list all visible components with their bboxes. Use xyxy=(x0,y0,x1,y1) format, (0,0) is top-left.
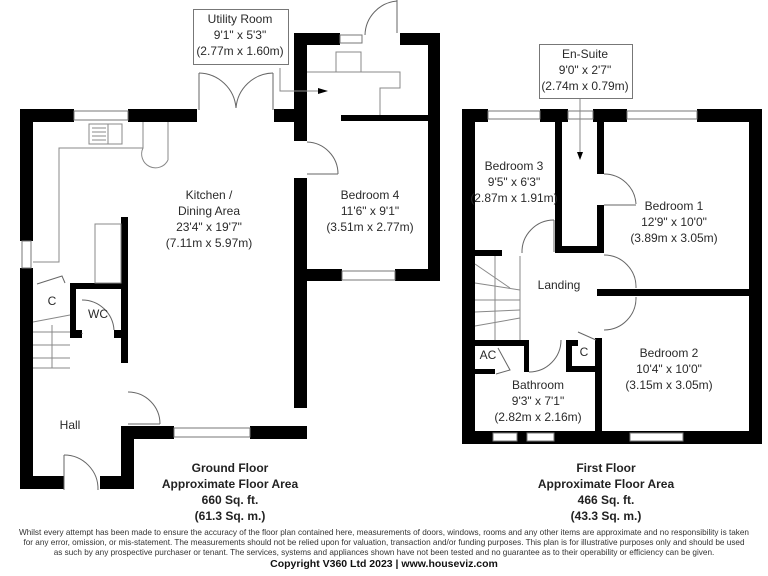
room-name: Bathroom xyxy=(511,378,565,392)
room-name: WC xyxy=(88,307,108,321)
room-name: Bedroom 2 xyxy=(639,346,699,360)
room-name: AC xyxy=(479,348,497,362)
room-name: Landing xyxy=(537,278,581,292)
room-name: Bedroom 1 xyxy=(644,199,704,213)
room-imperial: 9'5" x 6'3" xyxy=(487,175,541,189)
room-name: En-Suite xyxy=(561,47,609,61)
utility-room-label: Utility Room 9'1" x 5'3" (2.77m x 1.60m) xyxy=(196,11,283,59)
floor-sqft: 660 Sq. ft. xyxy=(201,493,259,507)
room-imperial: 9'0" x 2'7" xyxy=(558,63,612,77)
floor-sqft: 466 Sq. ft. xyxy=(577,493,635,507)
ground-floor-windows xyxy=(21,34,396,438)
room-name-line2: Dining Area xyxy=(177,204,241,218)
room-imperial: 9'3" x 7'1" xyxy=(511,394,565,408)
room-name: C xyxy=(47,294,57,308)
wc-label: WC xyxy=(88,306,108,322)
en-suite-callout xyxy=(539,44,633,99)
bedroom-3-label: Bedroom 3 9'5" x 6'3" (2.87m x 1.91m) xyxy=(470,158,557,206)
landing-label: Landing xyxy=(538,277,581,293)
room-name: Utility Room xyxy=(207,12,273,26)
room-metric: (2.74m x 0.79m) xyxy=(541,79,629,93)
ac-label: AC xyxy=(480,347,497,363)
floor-sqm: (43.3 Sq. m.) xyxy=(570,509,642,523)
floor-title: Ground Floor xyxy=(191,461,269,475)
ground-floor-summary: Ground Floor Approximate Floor Area 660 … xyxy=(162,460,298,524)
room-imperial: 9'1" x 5'3" xyxy=(213,28,267,42)
kitchen-dining-label: Kitchen / Dining Area 23'4" x 19'7" (7.1… xyxy=(166,187,252,251)
en-suite-label: En-Suite 9'0" x 2'7" (2.74m x 0.79m) xyxy=(541,46,628,94)
room-name: Hall xyxy=(59,418,81,432)
room-imperial: 12'9" x 10'0" xyxy=(641,215,707,229)
first-floor-cupboard-label: C xyxy=(580,344,589,360)
first-floor-walls xyxy=(462,109,762,444)
room-imperial: 10'4" x 10'0" xyxy=(636,362,702,376)
room-metric: (2.87m x 1.91m) xyxy=(470,191,558,205)
bedroom-4-label: Bedroom 4 11'6" x 9'1" (3.51m x 2.77m) xyxy=(326,187,413,235)
floor-subtitle: Approximate Floor Area xyxy=(161,477,299,491)
hall-label: Hall xyxy=(60,417,81,433)
bedroom-1-label: Bedroom 1 12'9" x 10'0" (3.89m x 3.05m) xyxy=(630,198,717,246)
room-name: Bedroom 3 xyxy=(484,159,544,173)
room-name: C xyxy=(579,345,589,359)
room-metric: (2.77m x 1.60m) xyxy=(196,44,284,58)
disclaimer-line-3: as such by any prospective purchaser or … xyxy=(53,548,715,557)
bathroom-label: Bathroom 9'3" x 7'1" (2.82m x 2.16m) xyxy=(494,377,581,425)
first-floor-fixtures xyxy=(474,98,581,340)
utility-room-callout xyxy=(193,9,289,65)
first-floor-doors xyxy=(495,173,637,375)
room-imperial: 23'4" x 19'7" xyxy=(176,220,242,234)
floor-subtitle: Approximate Floor Area xyxy=(537,477,675,491)
room-metric: (3.15m x 3.05m) xyxy=(625,378,713,392)
floor-title: First Floor xyxy=(576,461,636,475)
ground-floor-fixtures xyxy=(32,51,401,369)
room-name-line1: Kitchen / xyxy=(185,188,233,202)
room-metric: (2.82m x 2.16m) xyxy=(494,410,582,424)
room-imperial: 11'6" x 9'1" xyxy=(340,204,400,218)
cupboard-label: C xyxy=(48,293,57,309)
bedroom-2-label: Bedroom 2 10'4" x 10'0" (3.15m x 3.05m) xyxy=(625,345,712,393)
ground-floor-doors xyxy=(36,0,398,491)
copyright: Copyright V360 Ltd 2023 | www.houseviz.c… xyxy=(270,558,498,570)
disclaimer-line-2: for any error, omission, or mis-statemen… xyxy=(23,538,745,547)
room-metric: (3.89m x 3.05m) xyxy=(630,231,718,245)
room-metric: (7.11m x 5.97m) xyxy=(165,236,253,250)
floor-sqm: (61.3 Sq. m.) xyxy=(194,509,266,523)
room-metric: (3.51m x 2.77m) xyxy=(326,220,414,234)
first-floor-summary: First Floor Approximate Floor Area 466 S… xyxy=(538,460,674,524)
disclaimer: Whilst every attempt has been made to en… xyxy=(0,528,768,558)
ground-floor-walls xyxy=(20,33,440,489)
room-name: Bedroom 4 xyxy=(340,188,400,202)
disclaimer-line-1: Whilst every attempt has been made to en… xyxy=(19,528,749,537)
